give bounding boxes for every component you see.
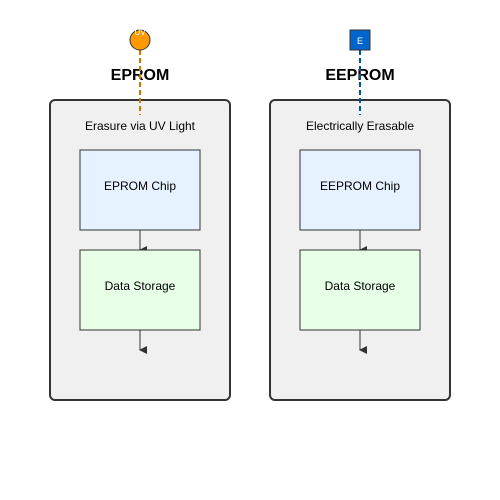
eprom-panel: EPROM Erasure via UV Light EPROM Chip Da…	[49, 28, 231, 401]
uv-light-icon	[129, 29, 151, 51]
eeprom-storage-box	[299, 249, 421, 331]
eprom-storage-box	[79, 249, 201, 331]
eeprom-subtitle: Electrically Erasable	[306, 119, 414, 133]
eprom-chip-label: EPROM Chip	[104, 179, 176, 193]
uv-light-label: UV	[134, 28, 146, 37]
eprom-storage-label: Data Storage	[105, 279, 176, 293]
eprom-chip-box	[79, 149, 201, 231]
eeprom-storage-label: Data Storage	[325, 279, 396, 293]
electric-label: E	[357, 36, 363, 46]
eeprom-chip-label: EEPROM Chip	[320, 179, 400, 193]
eeprom-panel: EEPROM Electrically Erasable EEPROM Chip…	[269, 29, 451, 401]
eprom-subtitle: Erasure via UV Light	[85, 119, 196, 133]
electric-icon	[349, 29, 371, 51]
eeprom-chip-box	[299, 149, 421, 231]
